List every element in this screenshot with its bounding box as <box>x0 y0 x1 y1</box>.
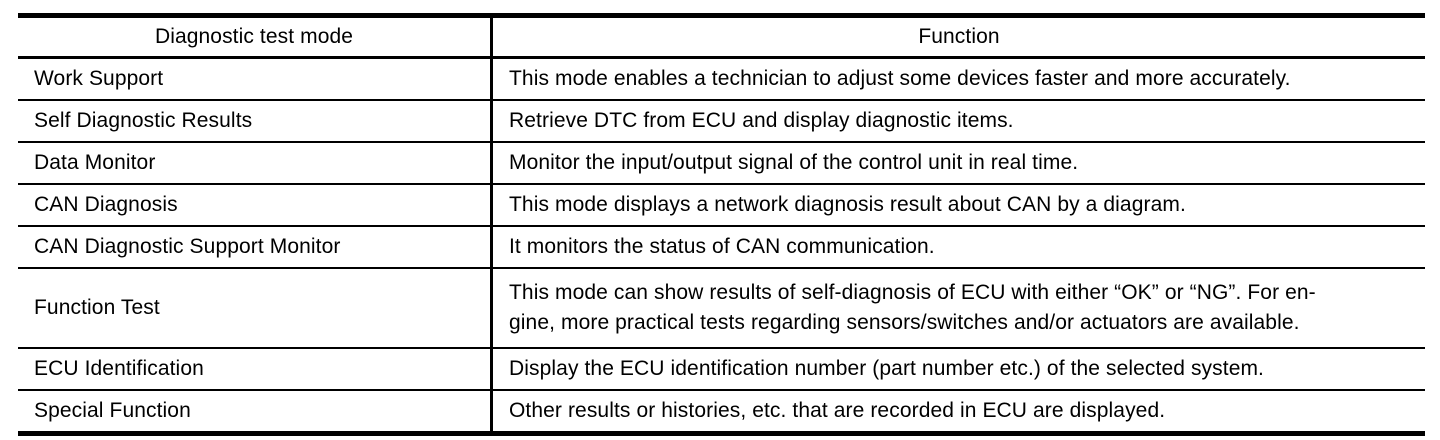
column-header-diagnostic-test-mode: Diagnostic test mode <box>18 18 493 56</box>
mode-cell: CAN Diagnostic Support Monitor <box>18 227 493 267</box>
mode-cell: Data Monitor <box>18 143 493 183</box>
function-cell: Monitor the input/output signal of the c… <box>509 151 1079 175</box>
table-header-row: Diagnostic test mode Function <box>18 18 1425 59</box>
table-row-special-function: Special Function Other results or histor… <box>18 391 1425 431</box>
column-header-function: Function <box>918 25 1000 49</box>
mode-cell: Self Diagnostic Results <box>18 101 493 141</box>
table-row-ecu-identification: ECU Identification Display the ECU ident… <box>18 349 1425 391</box>
function-cell: It monitors the status of CAN communicat… <box>509 235 935 259</box>
mode-cell: Work Support <box>18 59 493 99</box>
mode-cell: ECU Identification <box>18 349 493 389</box>
function-cell: Retrieve DTC from ECU and display diagno… <box>509 109 1014 133</box>
mode-cell: CAN Diagnosis <box>18 185 493 225</box>
table-row-data-monitor: Data Monitor Monitor the input/output si… <box>18 143 1425 185</box>
function-cell: This mode enables a technician to adjust… <box>509 67 1291 91</box>
function-cell: This mode displays a network diagnosis r… <box>509 193 1186 217</box>
mode-cell: Special Function <box>18 391 493 431</box>
function-cell: Other results or histories, etc. that ar… <box>509 399 1166 423</box>
function-cell: This mode can show results of self-diagn… <box>509 281 1316 334</box>
diagnostic-test-mode-table: Diagnostic test mode Function Work Suppo… <box>18 13 1425 436</box>
table-row-self-diagnostic-results: Self Diagnostic Results Retrieve DTC fro… <box>18 101 1425 143</box>
table-row-can-diagnosis: CAN Diagnosis This mode displays a netwo… <box>18 185 1425 227</box>
table-row-work-support: Work Support This mode enables a technic… <box>18 59 1425 101</box>
function-cell: Display the ECU identification number (p… <box>509 357 1264 381</box>
table-row-function-test: Function Test This mode can show results… <box>18 269 1425 349</box>
table-row-can-diagnostic-support-monitor: CAN Diagnostic Support Monitor It monito… <box>18 227 1425 269</box>
mode-cell: Function Test <box>18 269 493 347</box>
